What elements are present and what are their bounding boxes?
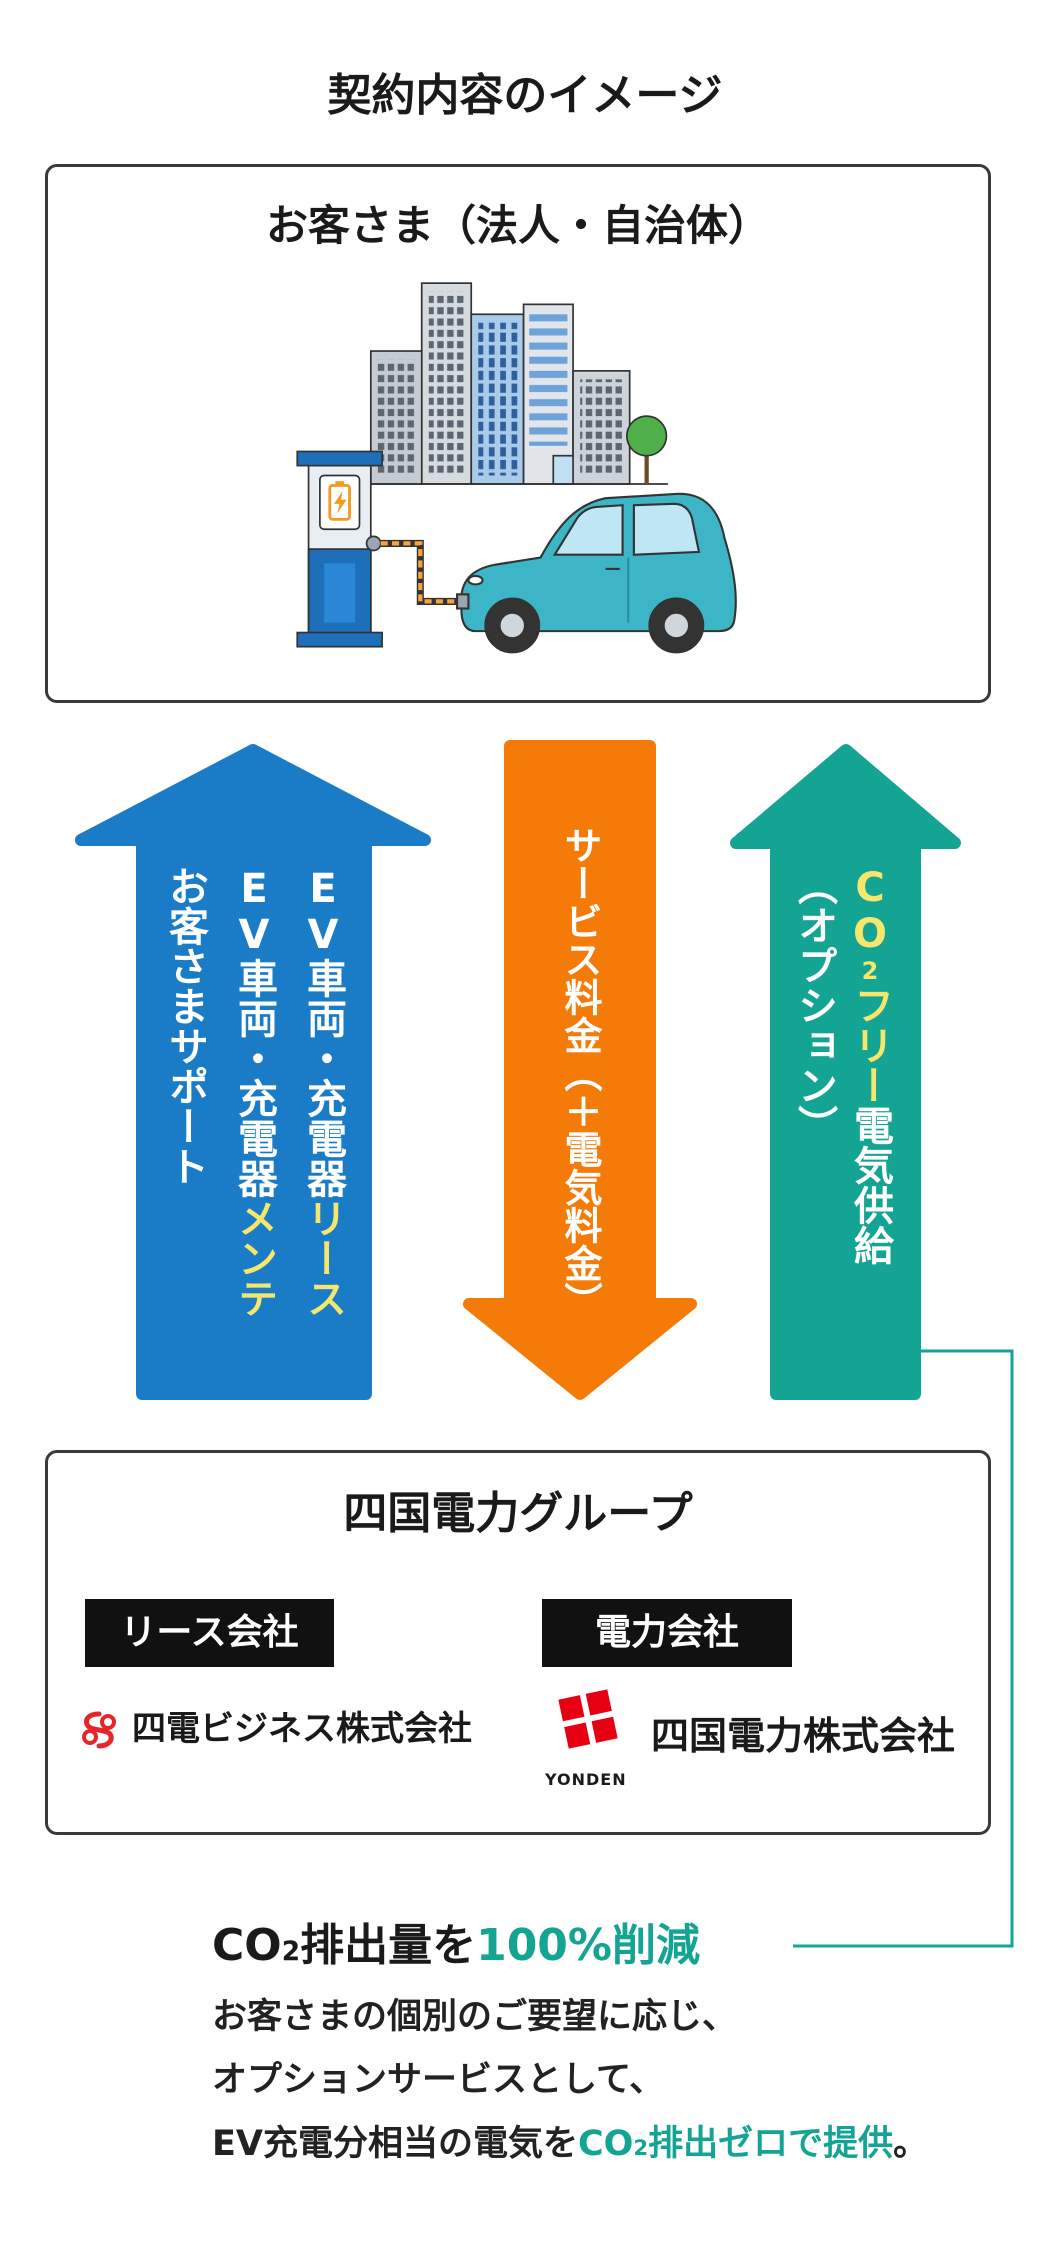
office-buildings-icon [365,282,668,485]
yonden-logo-text: YONDEN [545,1770,627,1789]
supply-arrow-up [730,744,961,1400]
electric-car-icon [456,492,737,654]
payment-arrow-text: サービス料金（＋電気料金） [550,826,610,1346]
yonden-business-logo-icon [82,1711,116,1749]
customer-box: お客さま（法人・自治体） [45,164,991,703]
ev-charger-icon [296,450,383,648]
supply-arrow-text: CO2フリー電気供給 （オプション） [786,865,898,1305]
lease-company-label: リース会社 [85,1599,334,1667]
charging-cable-icon [380,539,465,605]
customer-box-title: お客さま（法人・自治体） [265,201,770,250]
supply-line-1: CO2フリー電気供給 [847,865,893,1265]
lease-company-name: 四電ビジネス株式会社 [132,1709,472,1749]
summary-heading: CO2排出量を100%削減 [212,1920,701,1971]
yonden-logo-icon [558,1689,618,1749]
tree-icon [625,415,668,485]
payment-line: サービス料金（＋電気料金） [558,826,602,1320]
supply-option-label: （オプション） [791,865,837,1145]
summary-line-1: お客さまの個別のご要望に応じ、 [212,1997,738,2037]
group-box: 四国電力グループ リース会社 電力会社 四電ビジネス株式会社 YONDEN 四国… [45,1450,991,1835]
summary-line-3: EV充電分相当の電気をCO2排出ゼロで提供。 [212,2124,929,2164]
lease-line-1: EV車両・充電器リース [300,866,346,1318]
page-title: 契約内容のイメージ [327,70,723,121]
summary-line-2: オプションサービスとして、 [212,2060,665,2100]
power-company-label: 電力会社 [542,1599,792,1667]
city-ev-charging-illustration [296,282,737,654]
lease-arrow-up [75,744,431,1400]
co2-connector-line [793,1349,1014,1948]
payment-arrow-down [463,740,697,1400]
lease-arrow-text: EV車両・充電器リース EV車両・充電器メンテ お客さまサポート [150,866,357,1346]
group-box-title: 四国電力グループ [343,1488,693,1539]
power-company-name: 四国電力株式会社 [651,1714,956,1758]
lease-line-3: お客さまサポート [162,866,208,1186]
lease-line-2: EV車両・充電器メンテ [231,866,277,1318]
